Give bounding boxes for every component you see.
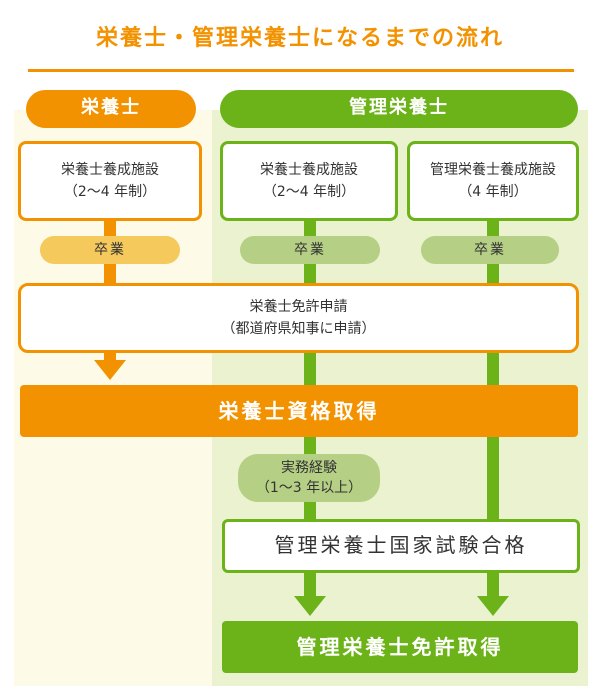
school-box-dietitian-route-b: 管理栄養士養成施設 （4 年制） (407, 141, 579, 221)
arrow-down-left (94, 360, 126, 380)
graduation-label: 卒業 (40, 236, 180, 264)
work-experience-duration: （1〜3 年以上） (255, 480, 363, 496)
license-application-title: 栄養士免許申請 (249, 299, 348, 315)
school-duration: （2〜4 年制） (63, 184, 157, 200)
graduation-label: 卒業 (421, 236, 559, 264)
page-title: 栄養士・管理栄養士になるまでの流れ (95, 26, 504, 51)
registered-dietitian-license-bar: 管理栄養士免許取得 (222, 621, 578, 673)
work-experience-badge: 実務経験 （1〜3 年以上） (238, 454, 380, 502)
arrow-down-right (477, 596, 509, 616)
school-duration: （4 年制） (458, 184, 528, 200)
registered-dietitian-header: 管理栄養士 (220, 90, 578, 128)
school-name: 管理栄養士養成施設 (430, 162, 556, 178)
school-duration: （2〜4 年制） (262, 184, 356, 200)
graduation-label: 卒業 (240, 236, 380, 264)
work-experience-title: 実務経験 (281, 460, 337, 476)
nutritionist-header: 栄養士 (26, 90, 196, 128)
license-application-box: 栄養士免許申請 （都道府県知事に申請） (18, 283, 579, 353)
arrow-down-middle (294, 596, 326, 616)
license-application-note: （都道府県知事に申請） (221, 321, 376, 337)
school-name: 栄養士養成施設 (260, 162, 358, 178)
school-box-dietitian-route-a: 栄養士養成施設 （2〜4 年制） (220, 141, 398, 221)
national-exam-pass-box: 管理栄養士国家試験合格 (222, 519, 580, 573)
school-box-nutritionist: 栄養士養成施設 （2〜4 年制） (18, 141, 202, 221)
nutritionist-qualification-bar: 栄養士資格取得 (20, 385, 578, 437)
title-underline (28, 69, 574, 72)
school-name: 栄養士養成施設 (61, 162, 159, 178)
